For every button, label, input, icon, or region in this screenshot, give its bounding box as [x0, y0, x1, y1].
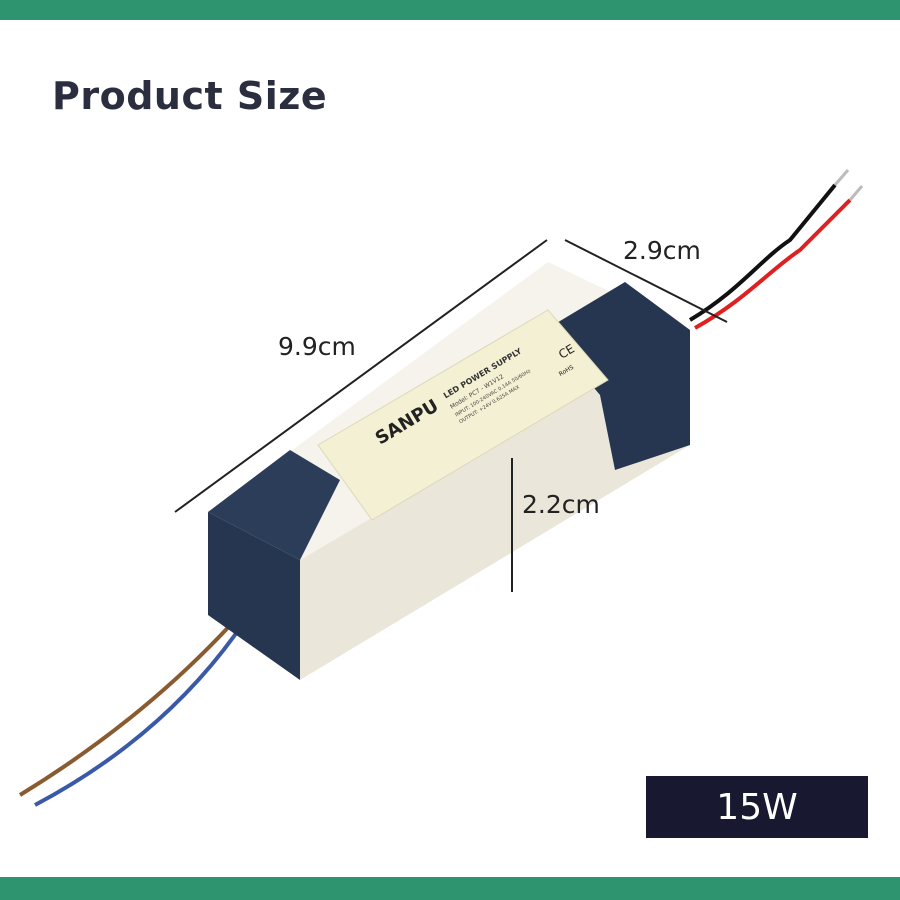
left-cap-top	[208, 450, 340, 560]
bottom-accent-bar	[0, 877, 900, 900]
left-cap	[208, 512, 300, 680]
wire-black	[688, 183, 837, 322]
wire-brown	[18, 618, 237, 797]
page-title: Product Size	[52, 74, 328, 118]
wire-tips-right	[833, 169, 864, 201]
top-accent-bar	[0, 0, 900, 20]
length-label: 9.9cm	[278, 332, 356, 361]
right-cap	[545, 282, 690, 470]
wattage-badge: 15W	[646, 776, 868, 838]
product-label	[317, 309, 609, 521]
wire-red	[694, 198, 852, 330]
length-dimension-line	[174, 239, 548, 513]
body-front-face	[300, 330, 690, 680]
width-dimension-line	[564, 239, 728, 323]
height-label: 2.2cm	[522, 490, 600, 519]
wire-blue	[34, 623, 244, 807]
width-label: 2.9cm	[623, 236, 701, 265]
